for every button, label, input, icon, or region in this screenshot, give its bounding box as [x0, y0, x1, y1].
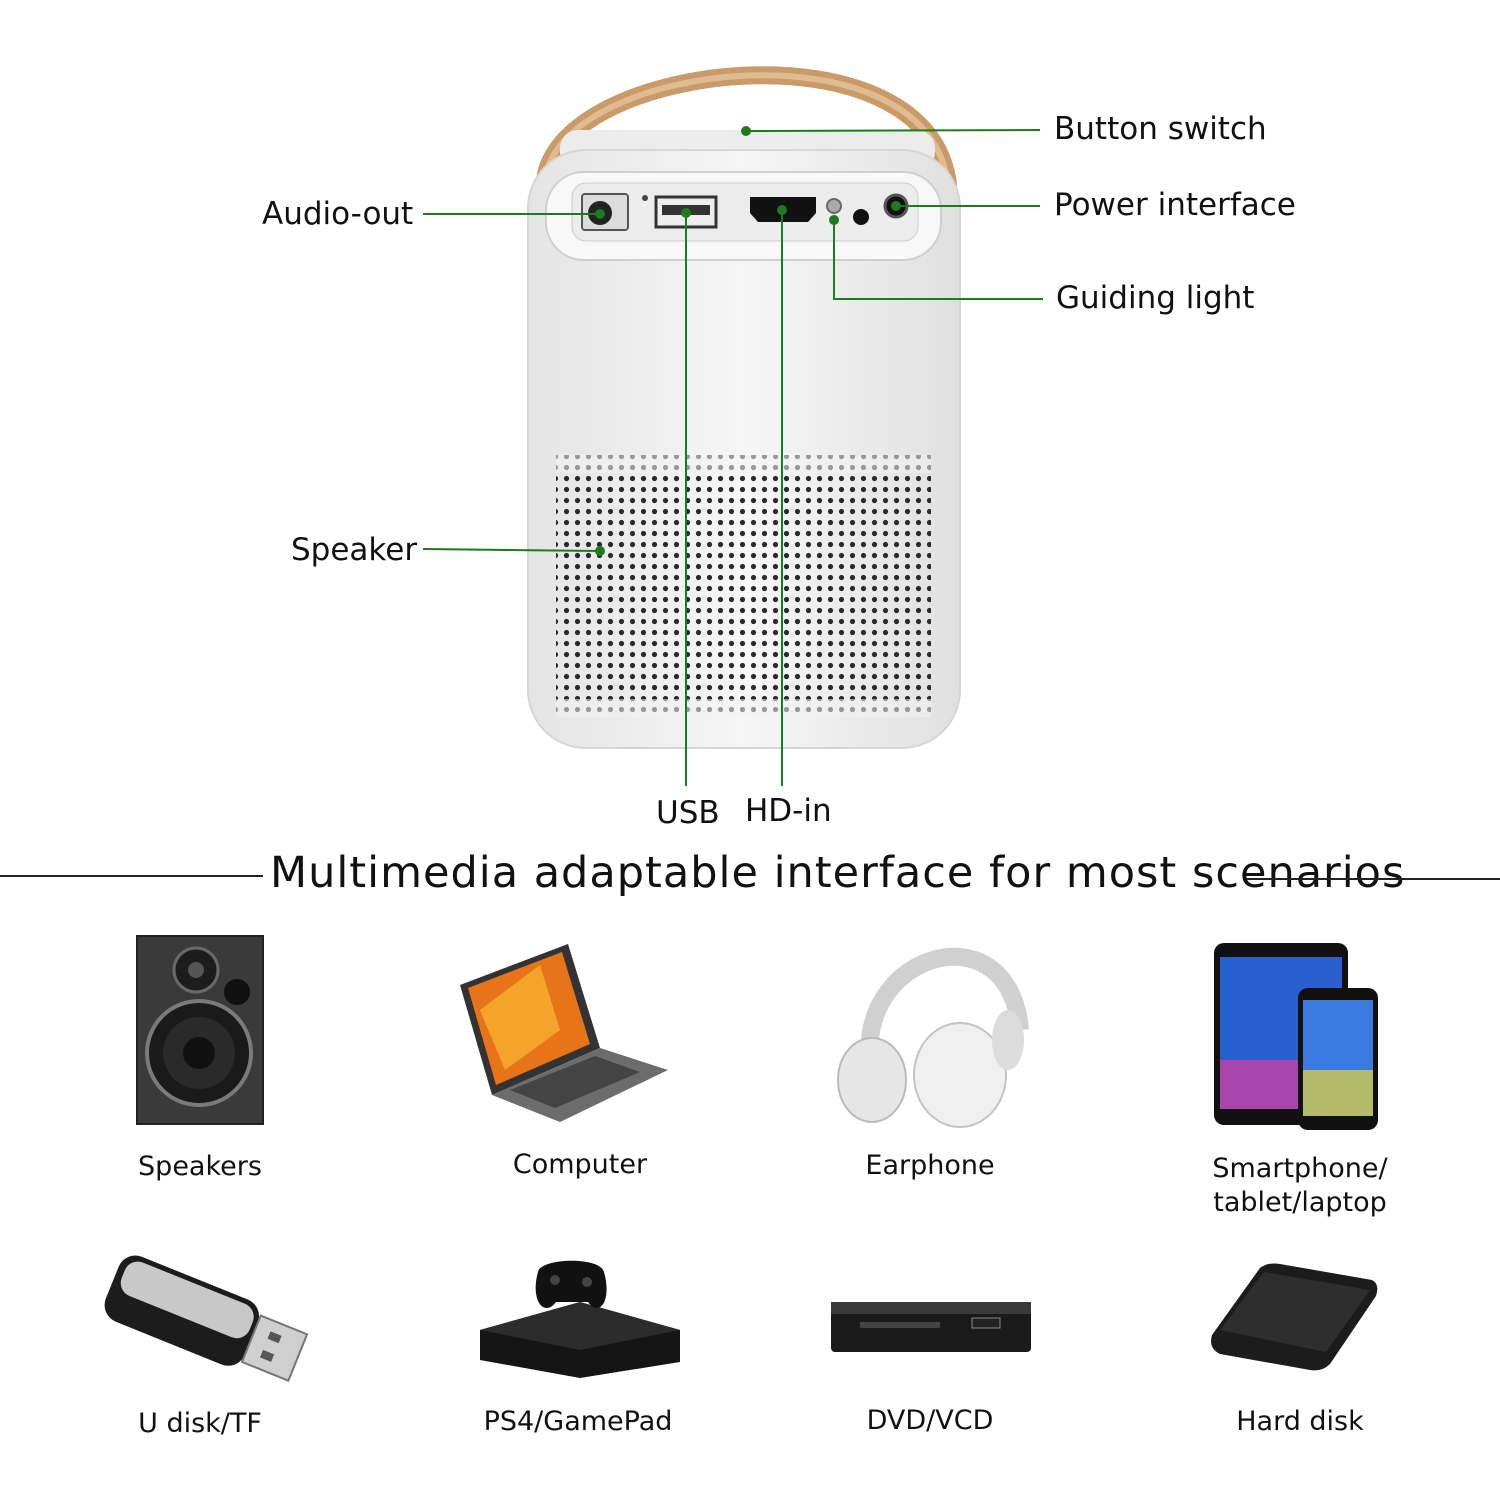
guiding-led	[826, 198, 842, 214]
label-smartphone-line2: tablet/laptop	[1213, 1187, 1387, 1218]
callout-power-interface: Power interface	[1054, 187, 1296, 223]
callout-audio-out: Audio-out	[262, 196, 414, 232]
udisk-icon	[104, 1255, 309, 1382]
label-udisk: U disk/TF	[138, 1408, 262, 1439]
label-speakers: Speakers	[138, 1151, 262, 1182]
speakers-icon	[136, 935, 264, 1125]
hard-disk-icon	[1211, 1263, 1378, 1371]
callout-hd-in: HD-in	[745, 793, 832, 829]
leader-dots	[595, 126, 901, 556]
label-ps4: PS4/GamePad	[483, 1406, 673, 1437]
callout-usb: USB	[656, 795, 720, 831]
label-harddisk: Hard disk	[1236, 1406, 1364, 1437]
ir-button	[853, 209, 869, 225]
label-dvd: DVD/VCD	[866, 1405, 994, 1436]
callout-guiding-light: Guiding light	[1056, 280, 1255, 316]
callout-speaker: Speaker	[291, 532, 418, 568]
headline-rule-left	[0, 875, 263, 877]
gamepad-icon	[480, 1260, 680, 1378]
projector-illustration	[422, 66, 1043, 786]
dvd-player-icon	[831, 1302, 1031, 1352]
leader-lines	[422, 129, 1043, 786]
label-earphone: Earphone	[865, 1150, 995, 1181]
headline-rule-right	[1246, 878, 1500, 880]
smartphone-tablet-icon	[1214, 943, 1378, 1130]
label-computer: Computer	[512, 1149, 648, 1180]
earphone-icon	[837, 947, 1029, 1128]
computer-icon	[460, 944, 668, 1122]
speaker-grille	[556, 455, 931, 717]
callout-button-switch: Button switch	[1054, 111, 1267, 147]
label-smartphone-line1: Smartphone/	[1212, 1153, 1388, 1184]
section-headline: Multimedia adaptable interface for most …	[270, 848, 1406, 898]
